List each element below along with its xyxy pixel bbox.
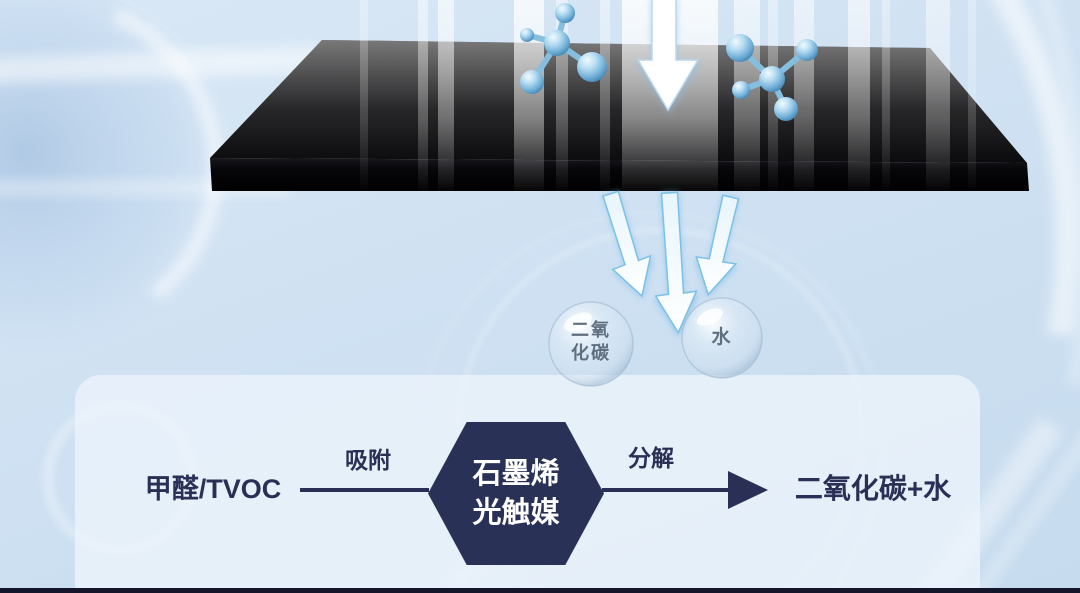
decomposition-arrow-line <box>602 488 729 492</box>
water-bubble-label: 水 <box>682 326 762 349</box>
molecule-cluster <box>520 3 607 94</box>
water-label-text: 水 <box>711 327 733 348</box>
graphene-sheet <box>210 40 1029 191</box>
catalyst-hexagon: 石墨烯 光触媒 <box>428 422 604 565</box>
co2-bubble <box>548 301 634 387</box>
decomposition-step-label: 分解 <box>628 445 674 471</box>
decomposition-arrow-head-icon <box>728 471 768 509</box>
catalyst-name-line2: 光触媒 <box>472 496 560 529</box>
bottom-bar <box>0 588 1080 593</box>
down-arrow-icon <box>653 191 700 338</box>
glass-sphere-decoration <box>0 0 230 355</box>
water-bubble <box>681 297 763 379</box>
down-arrow-icon <box>693 194 740 299</box>
graphene-sheet-side <box>210 158 1029 191</box>
uv-light-arrow-icon <box>635 0 702 114</box>
pollutant-label: 甲醛/TVOC <box>144 474 282 504</box>
co2-bubble-label: 二氧 化碳 <box>551 319 631 365</box>
adsorption-line <box>300 488 429 492</box>
co2-label-line1: 二氧 <box>571 320 611 340</box>
catalyst-name-line1: 石墨烯 <box>472 457 560 490</box>
co2-label-line2: 化碳 <box>571 343 611 363</box>
products-label: 二氧化碳+水 <box>794 473 952 504</box>
arc-decoration <box>992 0 1080 338</box>
down-arrow-icon <box>601 190 655 300</box>
adsorption-step-label: 吸附 <box>345 447 391 473</box>
molecule-cluster <box>726 34 818 121</box>
